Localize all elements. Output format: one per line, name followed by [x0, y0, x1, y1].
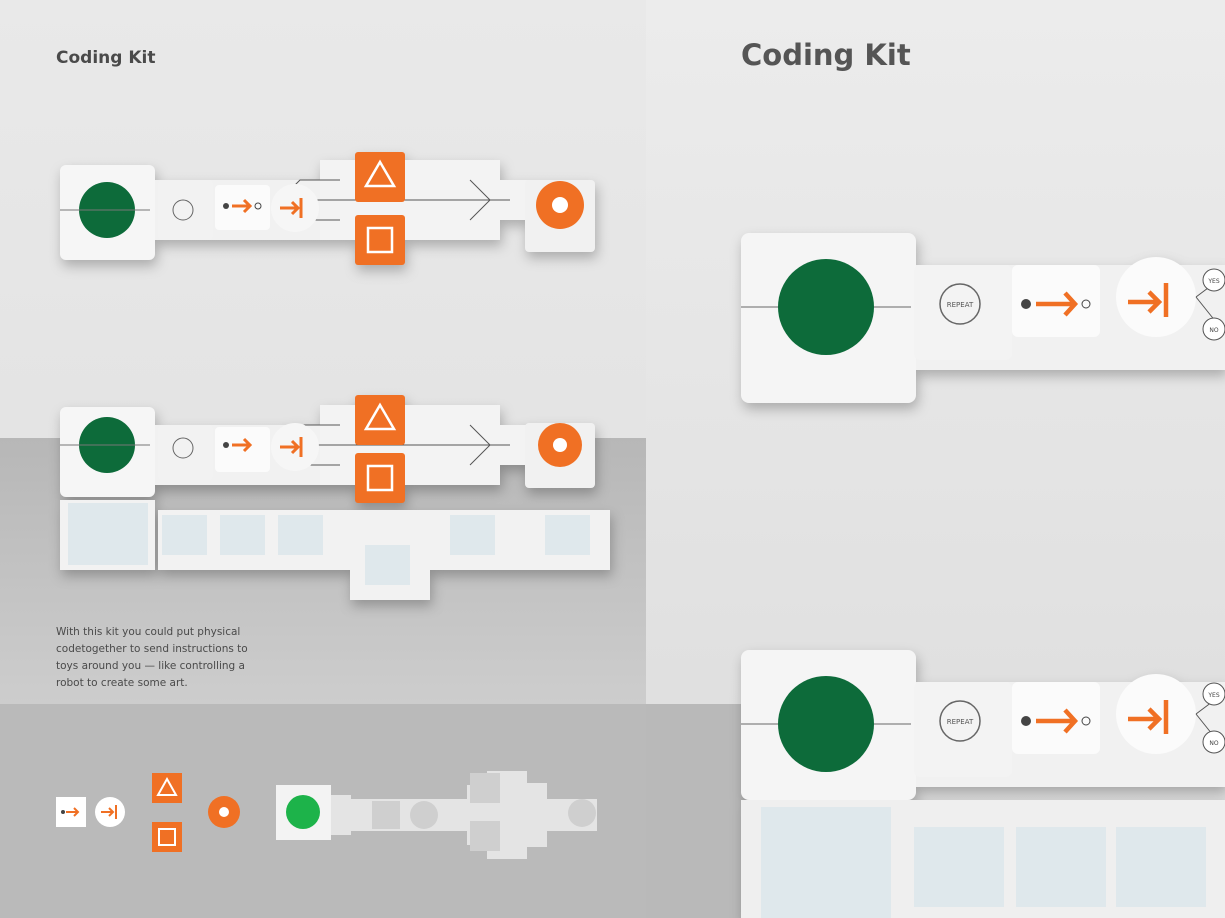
- no-label: NO: [1209, 327, 1218, 334]
- repeat-block-closeup: [914, 265, 1012, 360]
- no-label-2: NO: [1209, 740, 1218, 747]
- repeat-label-2: REPEAT: [947, 718, 974, 726]
- yes-label-2: YES: [1207, 692, 1219, 699]
- square-icon: [152, 822, 182, 852]
- main-pcb-closeup: [761, 807, 891, 918]
- repeat-block: [158, 180, 213, 240]
- page-title-large: Coding Kit: [741, 38, 911, 72]
- assembled-kit-top: [60, 152, 595, 265]
- yes-label: YES: [1207, 278, 1219, 285]
- triangle-button: [355, 152, 405, 202]
- closeup-kit-with-electronics: REPEAT YES NO: [741, 650, 1225, 918]
- assembled-kit-with-electronics: [60, 395, 610, 600]
- start-icon: [286, 795, 320, 829]
- kit-icon-legend: [56, 771, 597, 859]
- grey-floor-right: [646, 704, 756, 918]
- left-panel: Coding Kit: [0, 0, 646, 918]
- closeup-kit-top: REPEAT YES NO: [741, 233, 1225, 403]
- square-button: [355, 215, 405, 265]
- kit-description: With this kit you could put physical cod…: [56, 626, 248, 689]
- right-panel: Coding Kit REPEAT YES NO REPEAT: [646, 0, 1225, 918]
- main-pcb: [68, 503, 148, 565]
- repeat-label: REPEAT: [947, 301, 974, 309]
- page-title: Coding Kit: [56, 48, 156, 68]
- start-button-closeup: [778, 259, 874, 355]
